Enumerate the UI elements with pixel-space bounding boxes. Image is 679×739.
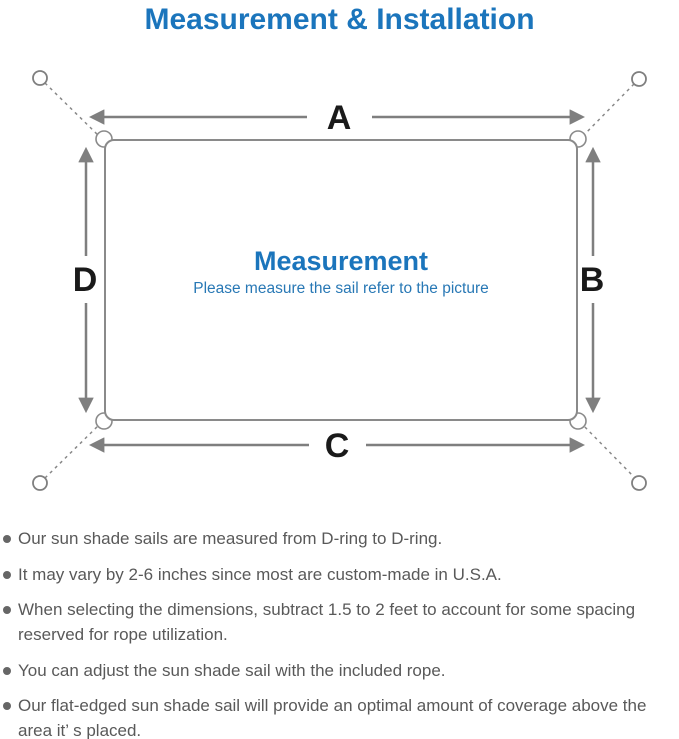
dim-label-a: A xyxy=(327,99,352,137)
anchor-ring-bottom-left xyxy=(32,475,48,491)
bullet-icon xyxy=(3,702,11,711)
notes-section: Our sun shade sails are measured from D-… xyxy=(0,527,679,739)
list-item: When selecting the dimensions, subtract … xyxy=(3,598,673,647)
dim-label-b: B xyxy=(580,261,605,299)
anchor-ring-bottom-right xyxy=(631,475,647,491)
bullet-icon xyxy=(3,666,11,675)
page-title: Measurement & Installation xyxy=(144,3,535,36)
sail-measurement-diagram: A B C D Measurement Please measure the s… xyxy=(32,70,647,491)
bullet-icon xyxy=(3,570,11,579)
corner-d-rings xyxy=(95,130,587,430)
note-text: Our flat-edged sun shade sail will provi… xyxy=(18,696,647,739)
notes-list: Our sun shade sails are measured from D-… xyxy=(0,527,679,739)
sail-rect xyxy=(104,139,578,421)
tether-line-top-left xyxy=(44,82,103,140)
bullet-icon xyxy=(3,606,11,615)
anchor-ring-top-left xyxy=(32,70,48,86)
dim-label-d: D xyxy=(73,261,98,299)
tether-line-bottom-right xyxy=(579,421,635,478)
dim-label-c: C xyxy=(325,427,350,465)
note-text: When selecting the dimensions, subtract … xyxy=(18,600,636,644)
tether-lines xyxy=(44,82,635,479)
list-item: You can adjust the sun shade sail with t… xyxy=(3,659,673,684)
measurement-arrows xyxy=(78,109,601,453)
tether-line-top-right xyxy=(579,83,635,140)
diagram-center-title: Measurement xyxy=(254,246,428,276)
list-item: It may vary by 2-6 inches since most are… xyxy=(3,563,673,588)
diagram-center-subtitle: Please measure the sail refer to the pic… xyxy=(193,280,489,297)
list-item: Our sun shade sails are measured from D-… xyxy=(3,527,673,552)
anchor-ring-top-right xyxy=(631,71,647,87)
note-text: Our sun shade sails are measured from D-… xyxy=(18,529,443,548)
note-text: It may vary by 2-6 inches since most are… xyxy=(18,564,502,584)
bullet-icon xyxy=(3,535,11,543)
note-text: You can adjust the sun shade sail with t… xyxy=(18,660,446,680)
anchor-points xyxy=(32,70,647,491)
tether-line-bottom-left xyxy=(44,421,103,479)
list-item: Our flat-edged sun shade sail will provi… xyxy=(3,694,673,739)
